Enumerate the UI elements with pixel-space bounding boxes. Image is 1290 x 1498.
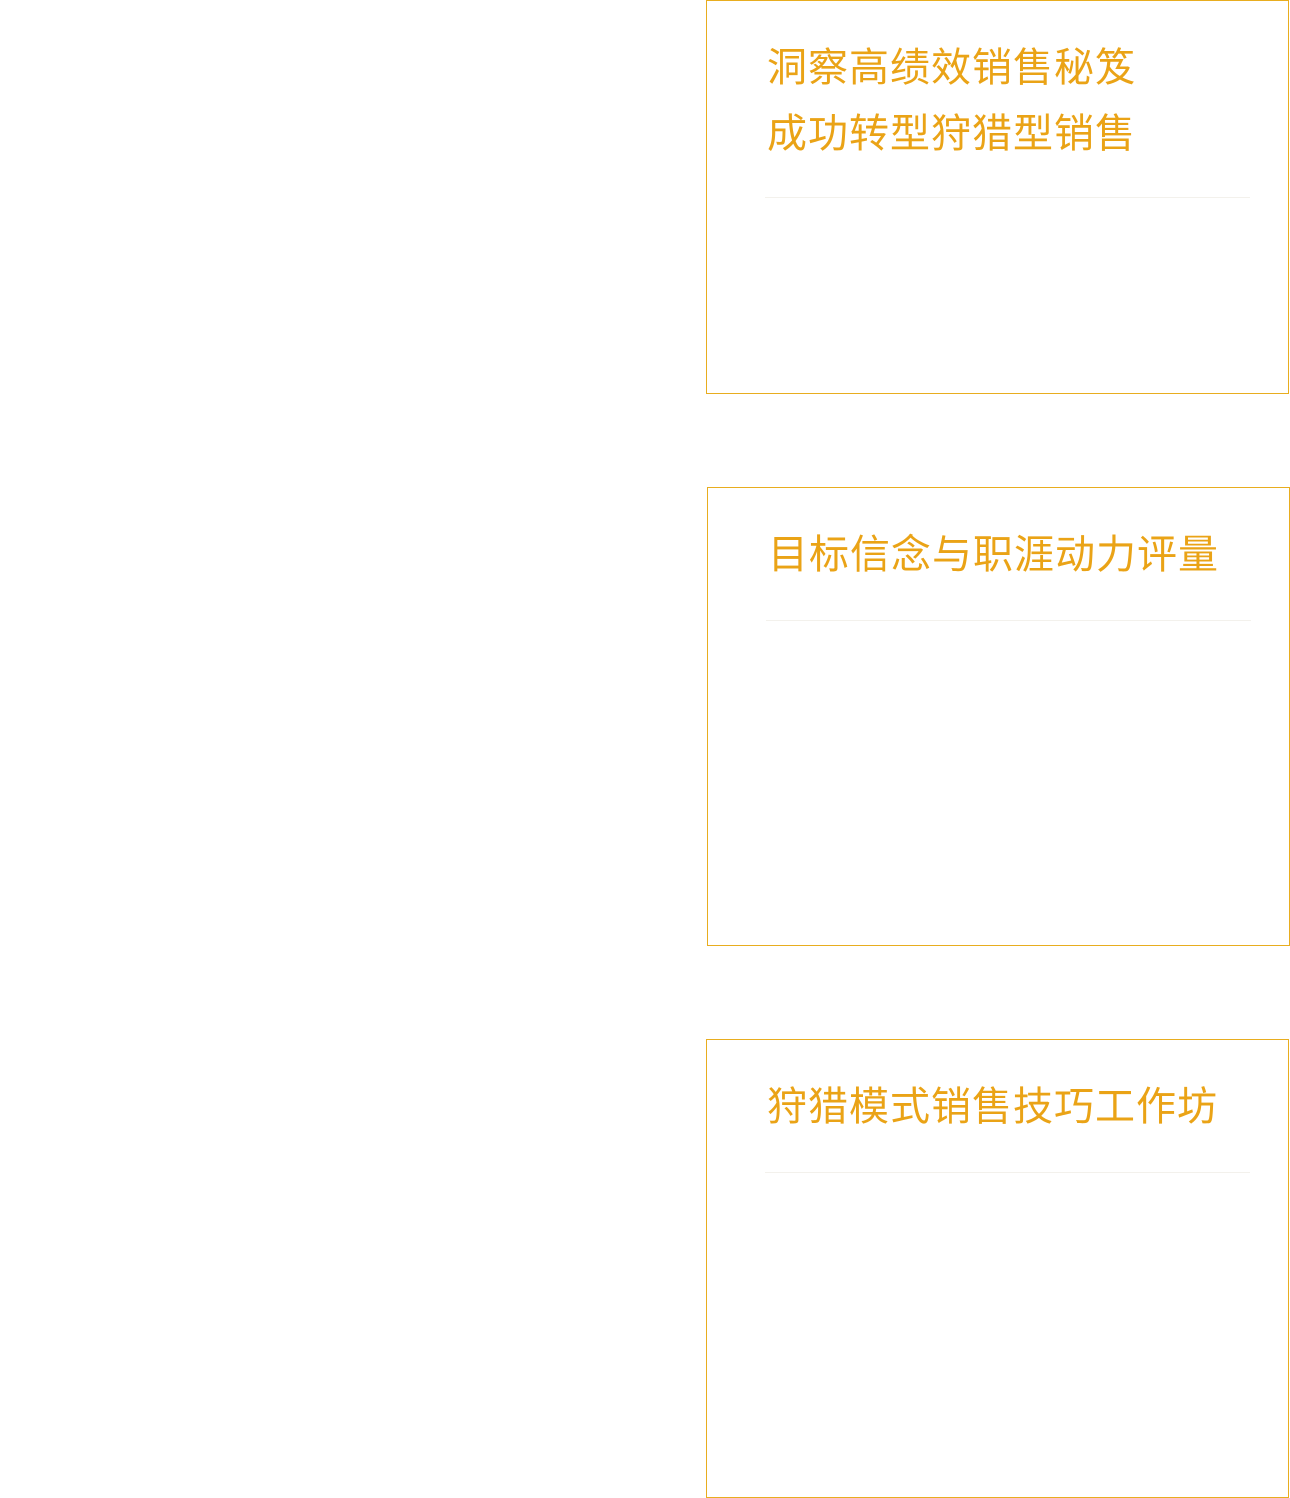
course-card-goal-belief[interactable]: 目标信念与职涯动力评量 bbox=[707, 487, 1290, 946]
card-title-line: 洞察高绩效销售秘笈 bbox=[767, 45, 1136, 91]
card-divider bbox=[765, 197, 1250, 198]
card-title-line: 狩猎模式销售技巧工作坊 bbox=[767, 1084, 1218, 1130]
card-divider bbox=[765, 1172, 1250, 1173]
card-title-line: 目标信念与职涯动力评量 bbox=[768, 532, 1219, 578]
card-title-line: 成功转型狩猎型销售 bbox=[767, 111, 1136, 157]
card-divider bbox=[766, 620, 1251, 621]
card-title: 目标信念与职涯动力评量 bbox=[768, 522, 1259, 588]
course-card-sales-insight[interactable]: 洞察高绩效销售秘笈 成功转型狩猎型销售 bbox=[706, 0, 1289, 394]
card-title: 狩猎模式销售技巧工作坊 bbox=[767, 1074, 1258, 1140]
card-title: 洞察高绩效销售秘笈 成功转型狩猎型销售 bbox=[767, 35, 1258, 167]
course-card-hunting-workshop[interactable]: 狩猎模式销售技巧工作坊 bbox=[706, 1039, 1289, 1498]
